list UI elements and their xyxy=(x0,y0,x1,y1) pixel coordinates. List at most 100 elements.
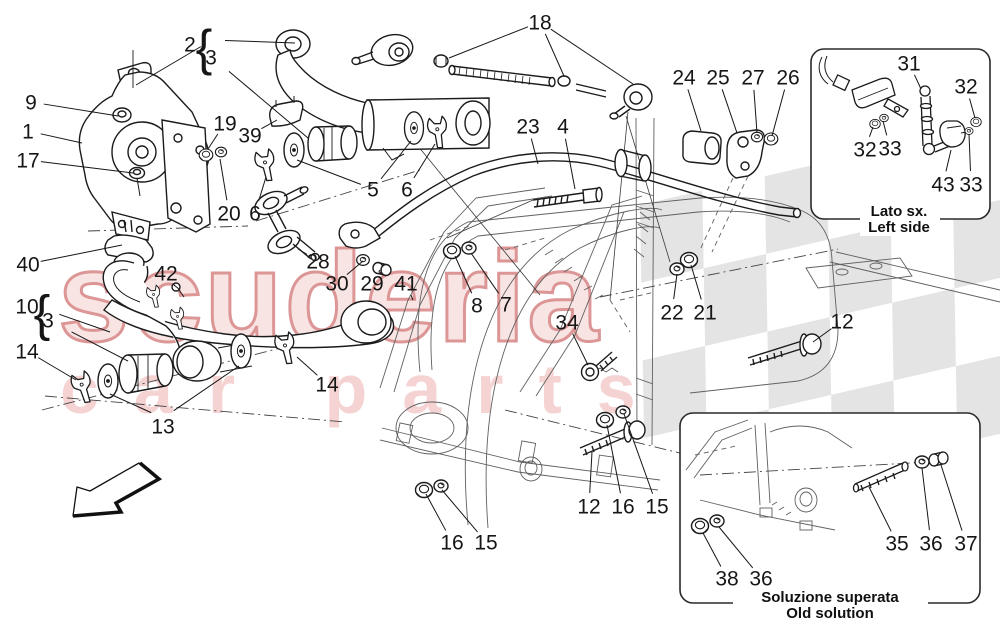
chassis-ghost-lines xyxy=(379,117,1000,529)
lower-arm-bushing-kit xyxy=(68,330,301,407)
part-number-callout: 18 xyxy=(528,12,551,35)
callout-leader-line xyxy=(40,244,123,262)
callout-leader-line xyxy=(623,413,654,494)
callout-leader-line xyxy=(572,333,589,366)
inset-caption-left-side: Left side xyxy=(868,219,930,236)
part-number-callout: 6 xyxy=(401,179,413,202)
callout-leader-line xyxy=(945,149,952,172)
part-number-callout: 23 xyxy=(516,116,539,139)
callout-leader-line xyxy=(172,283,176,287)
bolt-12-lower xyxy=(579,420,646,456)
part-number-callout: 2 xyxy=(184,34,196,57)
checker-cell xyxy=(828,225,893,318)
callout-leader-line xyxy=(721,89,738,134)
callout-leader-line xyxy=(753,89,758,134)
callout-leader-line xyxy=(258,176,267,201)
part-number-callout: 15 xyxy=(474,532,497,555)
caption-backing xyxy=(860,202,940,236)
callout-leader-line xyxy=(448,26,529,59)
callout-leader-line xyxy=(59,313,111,333)
callout-group-brace: { xyxy=(196,20,213,76)
part-number-callout: 6 xyxy=(249,203,261,226)
checker-cell xyxy=(767,317,832,410)
part-number-callout: 32 xyxy=(853,139,876,162)
part-number-callout: 3 xyxy=(42,310,54,333)
callout-leader-line xyxy=(346,260,364,275)
callout-leader-line xyxy=(297,248,308,255)
part-number-callout: 14 xyxy=(315,374,339,397)
part-number-callout: 12 xyxy=(830,311,853,334)
part-number-callout: 16 xyxy=(440,532,463,555)
part-number-callout: 1 xyxy=(22,121,34,144)
callout-leader-line xyxy=(441,489,478,533)
part-number-callout: 20 xyxy=(217,203,240,226)
part-number-callout: 33 xyxy=(959,174,982,197)
part-number-callout: 34 xyxy=(555,312,579,335)
callout-leader-line xyxy=(921,467,930,531)
part-number-callout: 10 xyxy=(15,296,38,319)
part-number-callout: 8 xyxy=(471,295,483,318)
callout-leader-line xyxy=(606,424,621,494)
callout-leader-line xyxy=(40,161,134,174)
callout-leader-line xyxy=(969,98,976,119)
part-number-callout: 4 xyxy=(557,116,569,139)
callout-leader-line xyxy=(702,532,722,567)
inset-caption-soluzione-superata: Soluzione superata xyxy=(761,589,899,606)
callout-leader-line xyxy=(40,133,83,144)
callout-leader-line xyxy=(378,269,381,273)
part-number-callout: 3 xyxy=(205,47,217,70)
part-number-callout: 33 xyxy=(878,138,901,161)
part-number-callout: 40 xyxy=(16,254,39,277)
callout-leader-line xyxy=(968,133,971,172)
watermark-car-parts: car parts xyxy=(60,350,671,428)
inset-old-solution: Soluzione superata Old solution xyxy=(679,412,981,622)
callout-leader-line xyxy=(207,133,219,150)
callout-leader-line xyxy=(690,264,702,300)
callout-leader-line xyxy=(43,103,119,117)
part-number-callout: 31 xyxy=(897,53,920,76)
part-number-callout: 7 xyxy=(500,294,512,317)
callout-leader-line xyxy=(940,464,963,531)
callout-leader-line xyxy=(135,46,202,86)
callout-leader-line xyxy=(71,331,129,362)
caption-backing xyxy=(733,588,928,605)
part-number-callout: 42 xyxy=(154,263,177,286)
part-number-callout: 19 xyxy=(213,113,236,136)
inset-left-side: Lato sx. Left side xyxy=(810,48,991,236)
part-number-callout: 32 xyxy=(954,76,977,99)
part-number-callout: 9 xyxy=(25,92,37,115)
part-number-callout: 28 xyxy=(306,251,329,274)
part-number-callout: 38 xyxy=(715,568,738,591)
part-number-callout: 21 xyxy=(693,302,716,325)
part-number-callout: 36 xyxy=(749,568,772,591)
callout-leader-line xyxy=(470,252,500,294)
callout-leader-line xyxy=(261,119,278,130)
part-number-callout: 16 xyxy=(611,496,634,519)
part-number-callout: 26 xyxy=(776,67,799,90)
callout-leader-line xyxy=(224,39,296,44)
part-number-callout: 30 xyxy=(325,273,348,296)
callout-leader-line xyxy=(530,138,539,165)
direction-arrow xyxy=(72,461,163,518)
bolt-34 xyxy=(580,351,618,382)
part-number-callout: 41 xyxy=(394,273,417,296)
callout-leader-line xyxy=(173,365,240,412)
checker-cell xyxy=(892,288,956,381)
stabilizer-clamp xyxy=(682,129,779,179)
callout-leader-line xyxy=(589,451,593,494)
bolt-4 xyxy=(532,186,603,208)
part-number-callout: 22 xyxy=(660,302,683,325)
callout-leader-line xyxy=(37,357,77,381)
callout-group-brace: { xyxy=(34,286,51,342)
callout-leader-line xyxy=(380,140,412,180)
upper-control-arm xyxy=(269,29,491,162)
callout-leader-line xyxy=(425,493,447,531)
callout-leader-line xyxy=(882,120,888,136)
toe-link xyxy=(351,33,653,120)
callout-leader-line xyxy=(410,294,414,301)
stabilizer-link xyxy=(254,186,392,277)
part-number-callout: 43 xyxy=(931,174,954,197)
